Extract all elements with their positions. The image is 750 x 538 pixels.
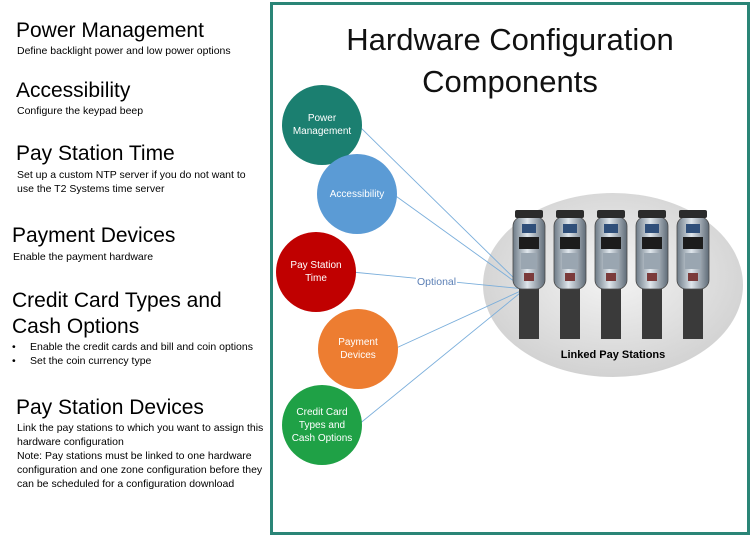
pay-station-devices-description: Link the pay stations to which you want … — [17, 422, 264, 448]
node-label-credit-card-types-and-cash-options: Credit Card Types and Cash Options — [291, 406, 353, 444]
accessibility-heading: Accessibility — [16, 79, 131, 102]
pay-station-time-description: Set up a custom NTP server if you do not… — [17, 169, 246, 195]
connector-payment-devices — [393, 288, 526, 350]
accessibility-description: Configure the keypad beep — [17, 105, 144, 117]
pay-station-unit — [553, 210, 587, 339]
payment-devices-description: Enable the payment hardware — [13, 251, 154, 263]
diagram-panel: Hardware Configuration Components Option… — [270, 2, 750, 535]
node-payment-devices — [318, 309, 398, 389]
diagram-canvas — [276, 85, 743, 465]
node-credit-card-types-and-cash-options — [282, 385, 362, 465]
optional-label: Optional — [416, 276, 458, 288]
connector-credit-card-types-and-cash-options — [357, 288, 526, 426]
connector-power-management — [357, 124, 526, 290]
node-accessibility — [317, 154, 397, 234]
pay-station-unit — [635, 210, 669, 339]
credit-card-types-bullets: Enable the credit cards and bill and coi… — [12, 340, 253, 368]
pay-stations-group — [512, 210, 710, 339]
power-management-heading: Power Management — [16, 19, 204, 42]
pay-station-unit — [594, 210, 628, 339]
node-label-pay-station-time: Pay Station Time — [290, 260, 342, 284]
pay-station-devices-note: Note: Pay stations must be linked to one… — [17, 450, 263, 490]
linked-pay-stations-label: Linked Pay Stations — [560, 349, 666, 361]
pay-station-time-heading: Pay Station Time — [16, 142, 175, 165]
component-nodes — [276, 85, 398, 465]
node-label-accessibility: Accessibility — [329, 188, 385, 200]
power-management-description: Define backlight power and low power opt… — [17, 45, 231, 57]
left-column: Power Management Define backlight power … — [0, 0, 272, 538]
bullet-item: Set the coin currency type — [12, 354, 253, 368]
pay-station-unit — [512, 210, 546, 339]
credit-card-types-heading: Credit Card Types and Cash Options — [12, 289, 222, 338]
node-power-management — [282, 85, 362, 165]
bullet-item: Enable the credit cards and bill and coi… — [12, 340, 253, 354]
node-pay-station-time — [276, 232, 356, 312]
pay-station-devices-heading: Pay Station Devices — [16, 396, 204, 419]
node-label-power-management: Power Management — [292, 113, 352, 137]
payment-devices-heading: Payment Devices — [12, 224, 176, 247]
pay-station-unit — [676, 210, 710, 339]
node-label-payment-devices: Payment Devices — [338, 337, 378, 361]
diagram-title: Hardware Configuration Components — [346, 22, 674, 99]
connector-accessibility — [392, 193, 526, 290]
